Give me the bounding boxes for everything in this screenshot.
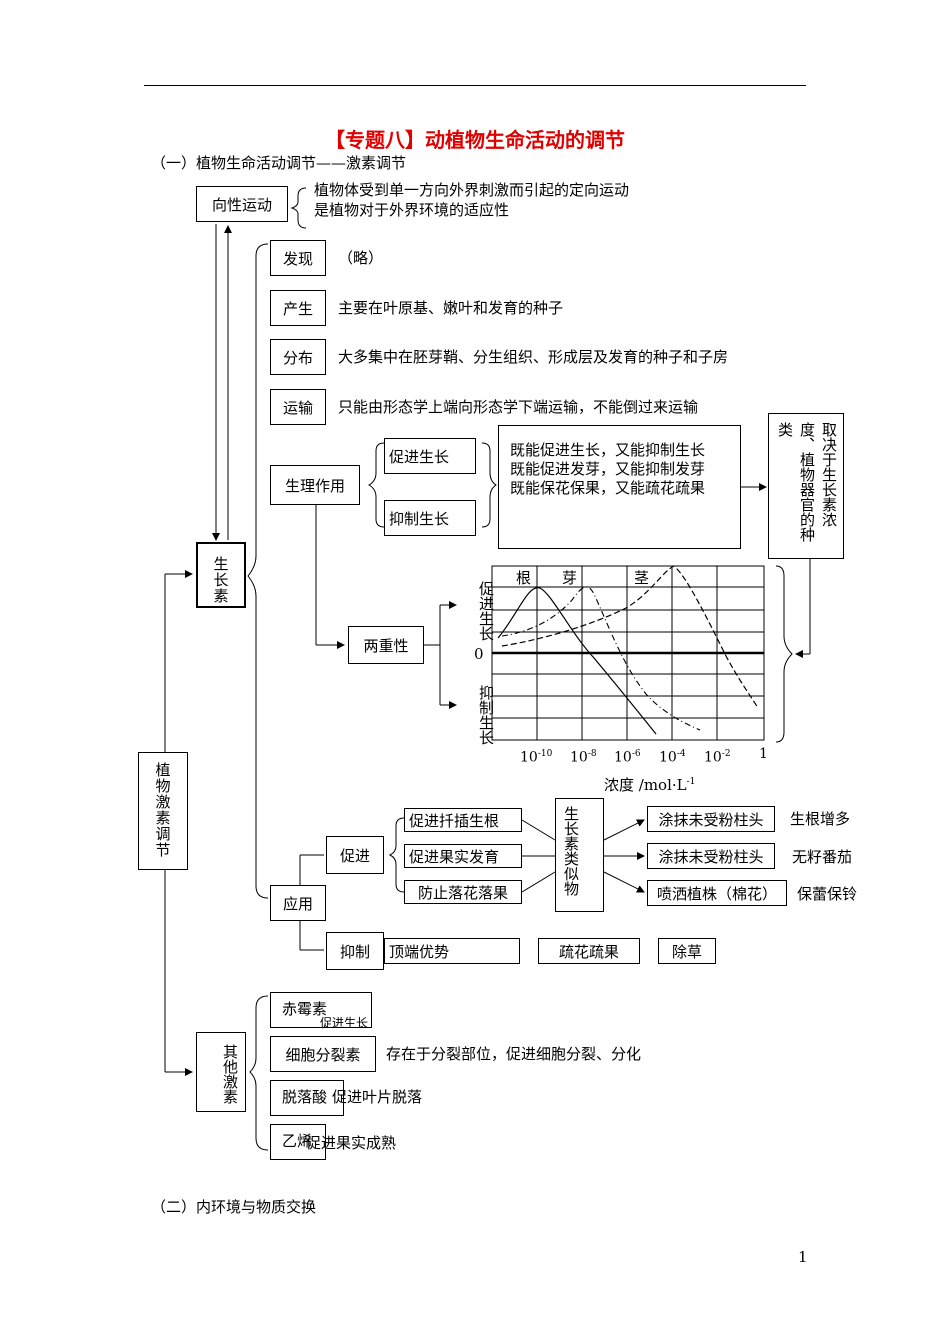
header-rule: [144, 85, 806, 86]
auxin-analog-label: 生长素类似物: [562, 806, 580, 896]
weeding-box: 除草: [658, 938, 716, 964]
discovery-desc: （略）: [338, 249, 384, 267]
tropism-box: 向性运动: [196, 186, 288, 222]
inhibit-growth-box: 抑制生长: [384, 500, 476, 536]
duality-box: 两重性: [348, 626, 424, 664]
tick-1e-6: 10-6: [614, 749, 641, 766]
dual-effect-box: [498, 425, 741, 549]
production-box: 产生: [270, 290, 326, 326]
apply-stigma-box-1: 涂抹未受粉柱头: [647, 806, 775, 832]
abscisic-acid-box: [270, 1080, 344, 1116]
dose-response-graph: [491, 565, 765, 741]
determinant-box: [768, 413, 844, 559]
prevent-drop-box: 防止落花落果: [404, 880, 522, 904]
zero-label: 0: [474, 645, 484, 663]
organ-root: 根: [516, 569, 532, 587]
distribution-box: 分布: [270, 339, 326, 375]
page-number: 1: [798, 1248, 808, 1266]
gibberellin-desc: 促进生长: [320, 1016, 369, 1030]
ethylene-desc: 促进果实成熟: [306, 1134, 397, 1152]
result-more-roots: 生根增多: [790, 810, 851, 828]
fruit-development-box: 促进果实发育: [404, 844, 522, 868]
abscisic-acid-label: 脱落酸: [282, 1088, 328, 1106]
tick-1: 1: [759, 746, 768, 762]
plant-hormone-regulation-label: 植物激素调节: [155, 761, 171, 859]
application-box: 应用: [270, 885, 326, 921]
page-title: 【专题八】动植物生命活动的调节: [325, 128, 625, 152]
discovery-box: 发现: [270, 240, 326, 276]
cytokinin-box: 细胞分裂素: [270, 1036, 376, 1072]
organ-stem: 茎: [634, 569, 650, 587]
section-2-heading: （二）内环境与物质交换: [151, 1198, 317, 1216]
promote-growth-box: 促进生长: [384, 438, 476, 474]
gibberellin-label: 赤霉素: [282, 1000, 328, 1018]
result-protect-bolls: 保蕾保铃: [797, 885, 858, 903]
result-seedless-tomato: 无籽番茄: [792, 848, 853, 866]
apical-dominance-box: 顶端优势: [384, 938, 520, 964]
abscisic-acid-desc: 促进叶片脱落: [332, 1088, 423, 1106]
tropism-definition: 植物体受到单一方向外界刺激而引起的定向运动: [314, 181, 630, 199]
dual-effect-growth: 既能促进生长，又能抑制生长: [510, 441, 706, 459]
tick-1e-10: 10-10: [520, 749, 553, 766]
tick-1e-8: 10-8: [570, 749, 597, 766]
auxin-label: 生长素: [213, 555, 229, 605]
dual-effect-flower-fruit: 既能保花保果，又能疏花疏果: [510, 479, 706, 497]
distribution-desc: 大多集中在胚芽鞘、分生组织、形成层及发育的种子和子房: [338, 348, 729, 366]
app-promote-box: 促进: [326, 836, 384, 874]
other-hormones-box: [196, 1032, 246, 1112]
x-axis-label: 浓度 /mol·L-1: [604, 776, 696, 794]
ethylene-box: [270, 1124, 326, 1160]
inhibit-growth-axis-label: 抑制生长: [477, 685, 495, 745]
organ-bud: 芽: [562, 569, 578, 587]
promote-growth-axis-label: 促进生长: [477, 581, 495, 641]
thin-flowers-fruits-box: 疏花疏果: [538, 938, 640, 964]
other-hormones-label: 其他激素: [221, 1044, 239, 1104]
plant-hormone-regulation-box: [138, 752, 188, 870]
gibberellin-box: [270, 992, 372, 1028]
cutting-rooting-box: 促进扦插生根: [404, 808, 522, 832]
spray-cotton-box: 喷洒植株（棉花）: [647, 880, 787, 906]
transport-box: 运输: [270, 389, 326, 425]
determinant-text: 取决于生长素浓度、植物器官的种类: [776, 422, 838, 542]
dual-effect-germination: 既能促进发芽，又能抑制发芽: [510, 460, 706, 478]
auxin-analog-box: [555, 798, 604, 912]
app-inhibit-box: 抑制: [326, 932, 384, 970]
tropism-adaptation: 是植物对于外界环境的适应性: [314, 201, 510, 219]
section-1-heading: （一）植物生命活动调节——激素调节: [151, 154, 407, 172]
tick-1e-2: 10-2: [704, 749, 731, 766]
ethylene-label: 乙烯: [282, 1132, 313, 1150]
tick-1e-4: 10-4: [659, 749, 686, 766]
transport-desc: 只能由形态学上端向形态学下端运输，不能倒过来运输: [338, 398, 699, 416]
physiological-action-box: 生理作用: [270, 465, 360, 505]
auxin-box: [196, 542, 246, 608]
cytokinin-desc: 存在于分裂部位，促进细胞分裂、分化: [386, 1045, 642, 1063]
apply-stigma-box-2: 涂抹未受粉柱头: [647, 843, 775, 869]
production-desc: 主要在叶原基、嫩叶和发育的种子: [338, 299, 564, 317]
